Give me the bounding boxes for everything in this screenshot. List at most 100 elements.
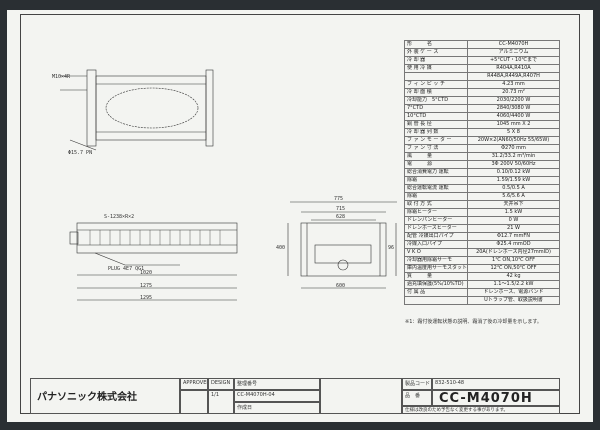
product-code: 832-510-48 [432, 378, 560, 390]
spec-value: 5.6/5.6 A [467, 192, 560, 201]
spec-label: 冷媒入口パイプ [404, 240, 468, 249]
spec-label: フ ァ ン モ ー タ ー [404, 136, 468, 145]
spec-row: Uトラップ管、取扱説明書 [404, 296, 560, 305]
spec-label: 冷 却 器 [404, 56, 468, 65]
spec-label: 除霜 [404, 192, 468, 201]
spec-label: 付 属 品 [404, 288, 468, 297]
spec-value: 0 W [467, 216, 560, 225]
spec-row: 外 装 ケ ー スアルミニウム [404, 48, 560, 57]
spec-label: 冷 却 面 積 [404, 88, 468, 97]
spec-label: ドレンホースヒーター [404, 224, 468, 233]
spec-row: R448A,R449A,R407H [404, 72, 560, 81]
design-label: DESIGN [208, 378, 234, 390]
drain-label: PLUG 4E7 QG1 [108, 266, 145, 272]
spec-value: 1.5 kW [467, 208, 560, 217]
spec-label: 配管 冷媒出口パイプ [404, 232, 468, 241]
spec-label: 10°CTD [404, 112, 468, 121]
spec-value: 42 kg [467, 272, 560, 281]
spec-label: 冷 却 器 列 数 [404, 128, 468, 137]
spec-label: ドレンパンヒーター [404, 216, 468, 225]
approved-label: APPROVED [180, 378, 208, 390]
spec-label: 除霜ヒーター [404, 208, 468, 217]
title-block: パナソニック株式会社 APPROVED DESIGN 整理番号 1/1 CC-M… [30, 378, 560, 414]
spec-row: 過充填保護(5%/10%TD)1.1～1.5/2.2 kW [404, 280, 560, 289]
spec-value: 天井吊下 [467, 200, 560, 209]
drawing-no-label: 整理番号 [234, 378, 320, 390]
spec-label: 総合消費電力 運転 [404, 168, 468, 177]
author-label: 作成日 [234, 402, 320, 414]
dim-1275: 1275 [140, 283, 153, 289]
spec-value: 4.23 mm [467, 80, 560, 89]
spec-label: フ ィ ン ピ ッ チ [404, 80, 468, 89]
model-number: CC-M4070H [432, 390, 560, 406]
spec-label: 7°CTD [404, 104, 468, 113]
model-label: 品 番 [402, 390, 432, 406]
spec-label: 使 用 冷 媒 [404, 64, 468, 73]
spec-value: 31.2/33.2 m³/min [467, 152, 560, 161]
dim-600: 600 [336, 283, 346, 289]
spec-label: 庫内温度用サーモスタット [404, 264, 468, 273]
spec-label: 総合運転電流 運転 [404, 184, 468, 193]
footnote: ※1：霜付後運転状態の説明、霜消了後の冷却量を示します。 [405, 319, 542, 325]
spec-label: 銅 管 長 径 [404, 120, 468, 129]
dim-775: 775 [334, 196, 344, 202]
sheet-number: 1/1 [208, 390, 234, 414]
spec-label: フ ァ ン 寸 法 [404, 144, 468, 153]
blank-cell [320, 378, 402, 414]
spec-value: 2030/2200 W [467, 96, 560, 105]
spec-row: 付 属 品ドレンホース、電源バンド [404, 288, 560, 297]
company-name: パナソニック株式会社 [30, 378, 180, 414]
spec-label: 形 名 [404, 40, 468, 49]
spec-value: 4060/4400 W [467, 112, 560, 121]
dim-628: 628 [336, 214, 346, 220]
dim-715: 715 [336, 206, 346, 212]
pipe-label: Φ15.7 PN [68, 150, 93, 156]
spec-value: Φ12.7 mmFN [467, 232, 560, 241]
spec-label: 冷却器用除霜サーモ [404, 256, 468, 265]
footer-note: 仕様は改良のため予告なく変更する事があります。 [402, 406, 560, 414]
spec-value: 20W×2(AN60/50Hz 55/65W) [467, 136, 560, 145]
spec-label: 除霜 [404, 176, 468, 185]
spec-label: 冷却能力 5°CTD [404, 96, 468, 105]
spec-value: R448A,R449A,R407H [467, 72, 560, 81]
technical-drawing: M10×4R Φ15.7 PN S-1238×R×2 PLUG 4E7 QG1 … [30, 40, 400, 340]
spec-label: 質 量 [404, 272, 468, 281]
approved-cell [180, 390, 208, 414]
spec-label: 外 装 ケ ー ス [404, 48, 468, 57]
spec-value: Φ270 mm [467, 144, 560, 153]
spec-row: 取 付 方 式天井吊下 [404, 200, 560, 209]
spec-value: ドレンホース、電源バンド [467, 288, 560, 297]
spec-value: 0.5/0.5 A [467, 184, 560, 193]
drawing-number: CC-M4070H-04 [234, 390, 320, 402]
spec-label [404, 72, 468, 81]
spec-value: CC-M4070H [467, 40, 560, 49]
spec-label: V K O [404, 248, 468, 257]
frame-label: S-1238×R×2 [104, 214, 135, 220]
drawing-svg [60, 69, 397, 301]
